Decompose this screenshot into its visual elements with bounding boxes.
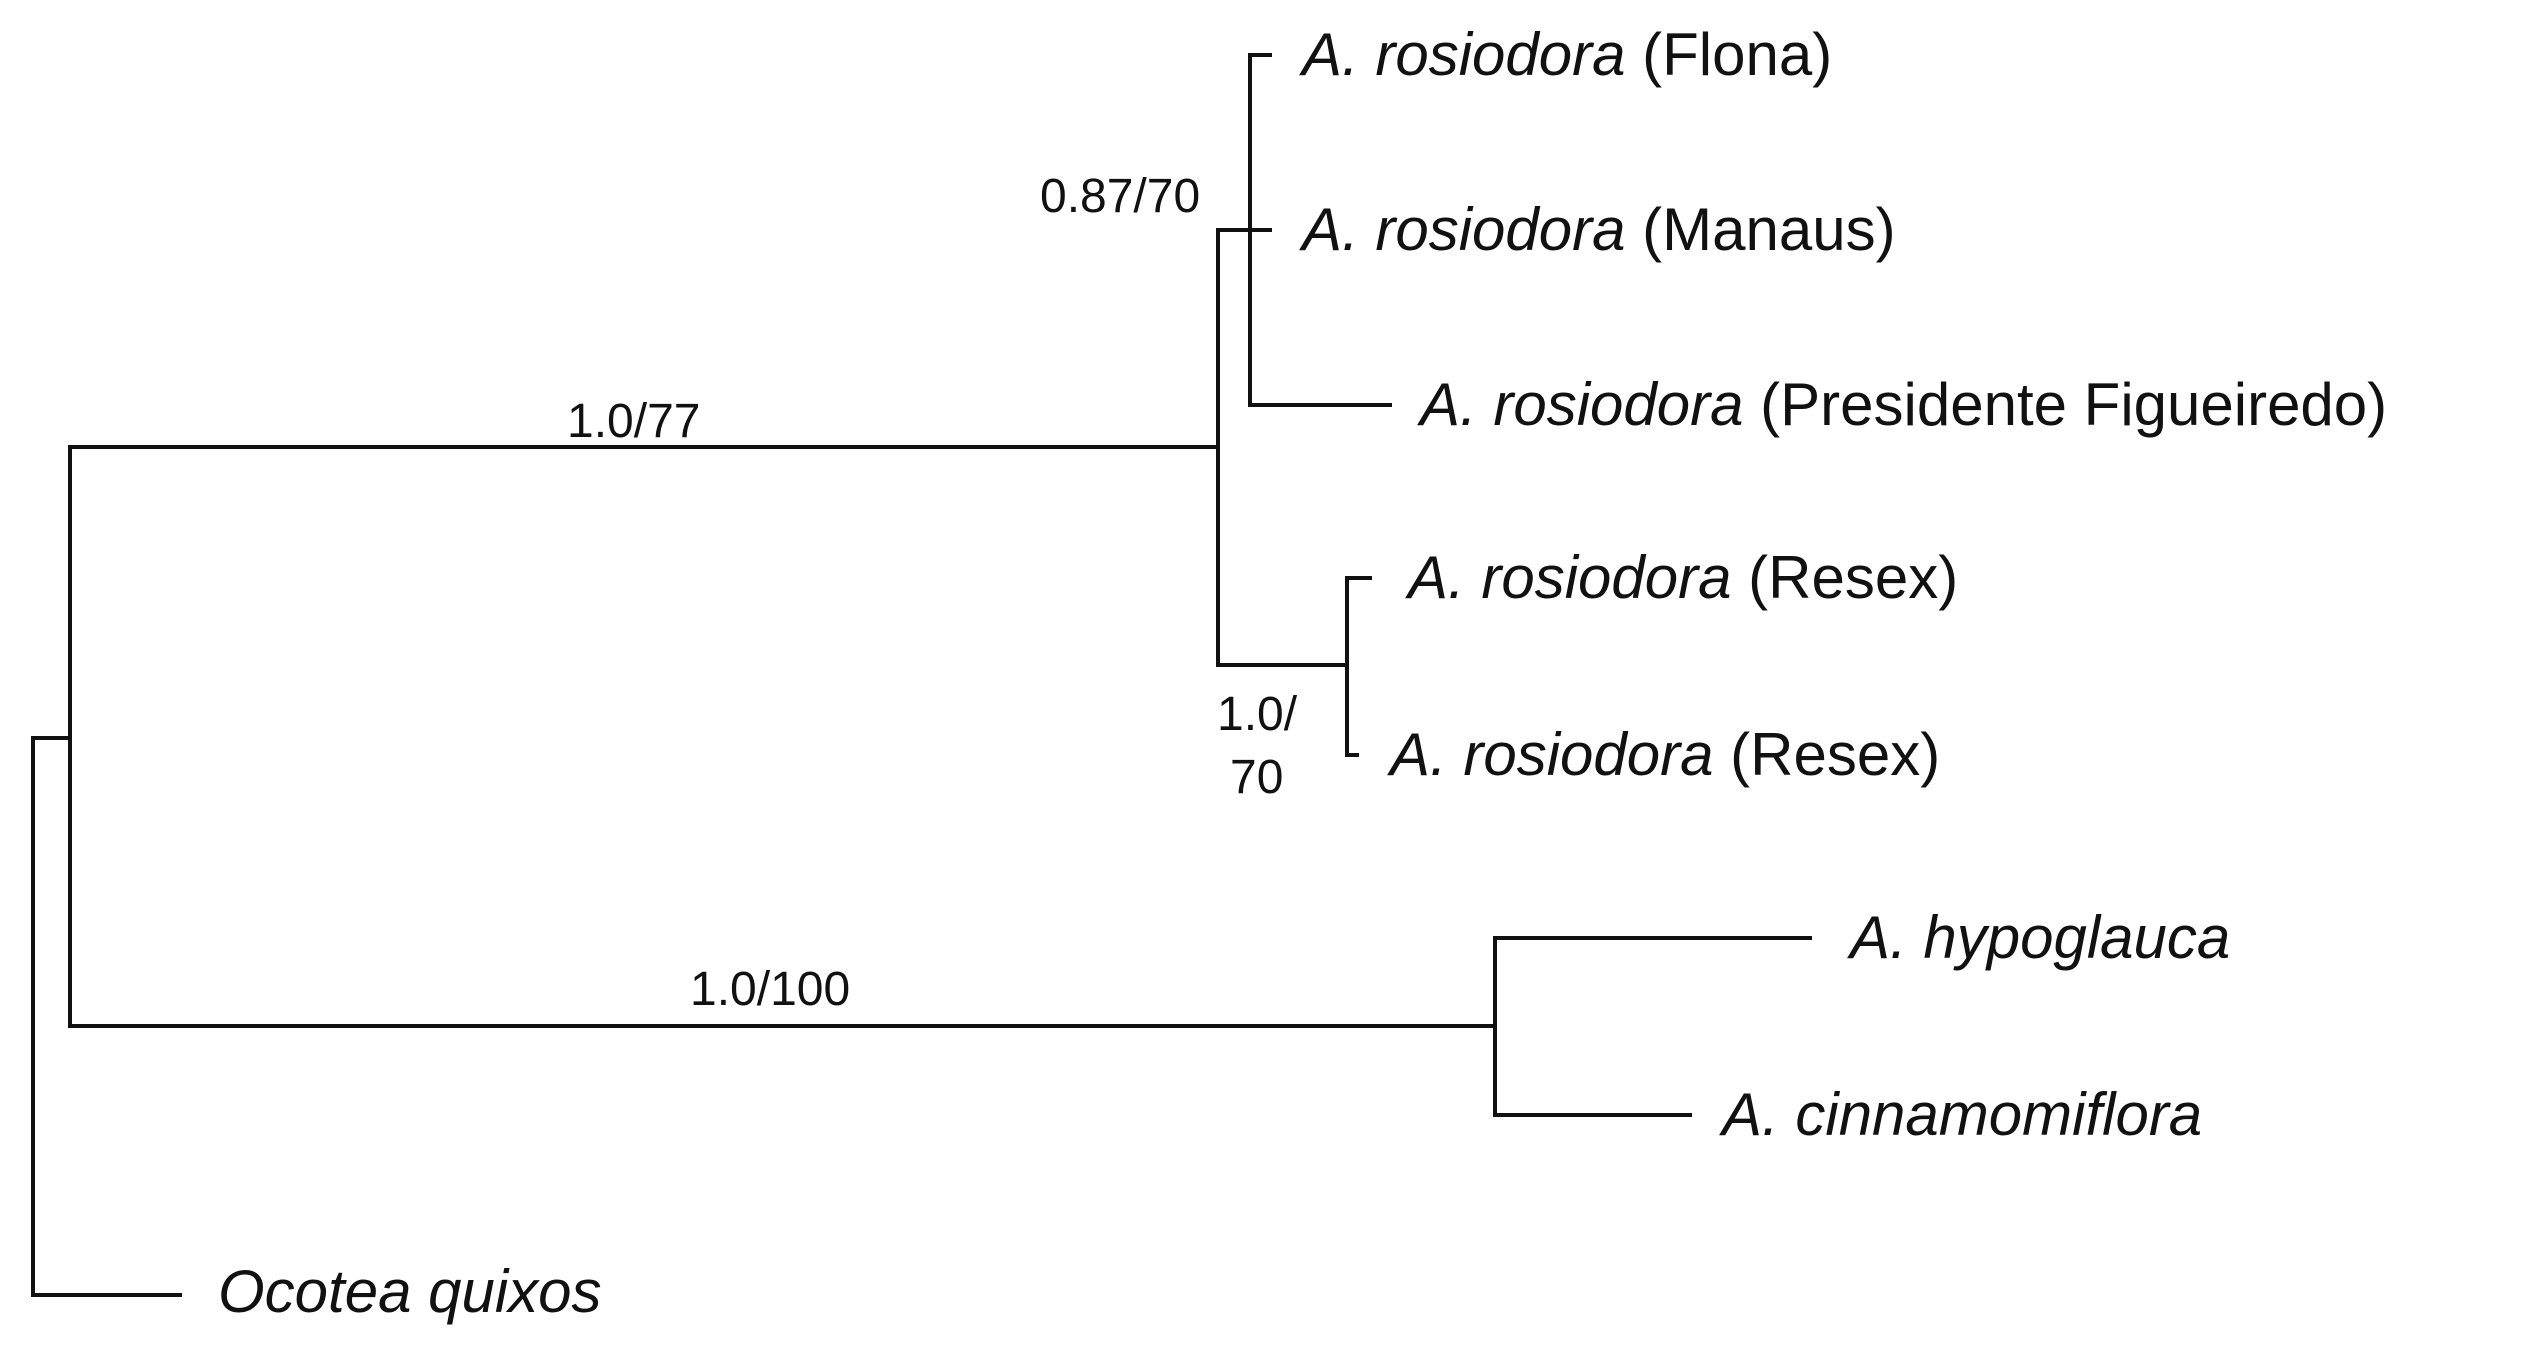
taxon-name: A. rosiodora (1387, 721, 1714, 788)
taxon-name: Ocotea quixos (218, 1258, 602, 1325)
taxon-name: A. rosiodora (1299, 196, 1626, 263)
taxon-locality: (Resex) (1748, 544, 1958, 611)
taxon-locality: (Resex) (1730, 721, 1940, 788)
support-value-resex-clade-line2: 70 (1230, 751, 1283, 804)
taxon-locality: (Manaus) (1642, 196, 1895, 263)
support-value-rosiodora-clade: 1.0/77 (567, 395, 700, 448)
taxon-name: A. cinnamomiflora (1719, 1081, 2202, 1148)
taxon-label-resex-2: A. rosiodora (Resex) (1387, 721, 1940, 788)
taxon-name: A. rosiodora (1405, 544, 1732, 611)
taxon-locality: (Presidente Figueiredo) (1760, 371, 2387, 438)
taxon-locality: (Flona) (1642, 21, 1832, 88)
taxon-label-manaus: A. rosiodora (Manaus) (1299, 196, 1896, 263)
support-value-resex-clade-line1: 1.0/ (1217, 688, 1298, 741)
taxon-name: A. rosiodora (1299, 21, 1626, 88)
taxon-label-ocotea: Ocotea quixos (218, 1258, 602, 1325)
taxon-name: A. hypoglauca (1847, 904, 2230, 971)
taxon-label-presidente: A. rosiodora (Presidente Figueiredo) (1417, 371, 2387, 438)
taxon-label-flona: A. rosiodora (Flona) (1299, 21, 1832, 88)
taxon-label-hypoglauca: A. hypoglauca (1847, 904, 2230, 971)
support-value-hypoglauca-clade: 1.0/100 (690, 963, 850, 1016)
taxon-label-resex-1: A. rosiodora (Resex) (1405, 544, 1958, 611)
support-value-flona-manaus: 0.87/70 (1040, 170, 1200, 223)
taxon-label-cinnamomiflora: A. cinnamomiflora (1719, 1081, 2202, 1148)
taxon-name: A. rosiodora (1417, 371, 1744, 438)
